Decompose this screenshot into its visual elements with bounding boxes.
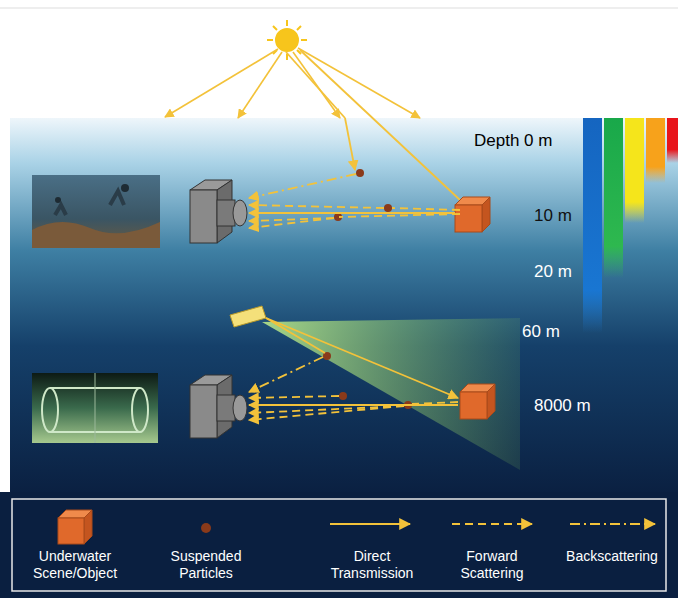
- legend-text: Suspended Particles: [151, 548, 261, 582]
- camera: [190, 375, 247, 438]
- legend-text: Underwater Scene/Object: [15, 548, 135, 582]
- object-cube: [455, 197, 490, 232]
- depth-label: 10 m: [534, 206, 572, 226]
- depth-label: Depth 0 m: [474, 131, 552, 151]
- legend-text: Backscattering: [557, 548, 667, 565]
- depth-label: 20 m: [534, 262, 572, 282]
- lamp: [230, 306, 266, 327]
- object-cube: [460, 384, 495, 419]
- camera: [190, 180, 247, 243]
- reef-photo: [32, 175, 160, 248]
- depth-label: 60 m: [522, 322, 560, 342]
- tank-photo: [32, 373, 158, 443]
- legend-box: [0, 492, 678, 598]
- legend-text: Forward Scattering: [437, 548, 547, 582]
- legend-text: Direct Transmission: [312, 548, 432, 582]
- depth-label: 8000 m: [534, 396, 591, 416]
